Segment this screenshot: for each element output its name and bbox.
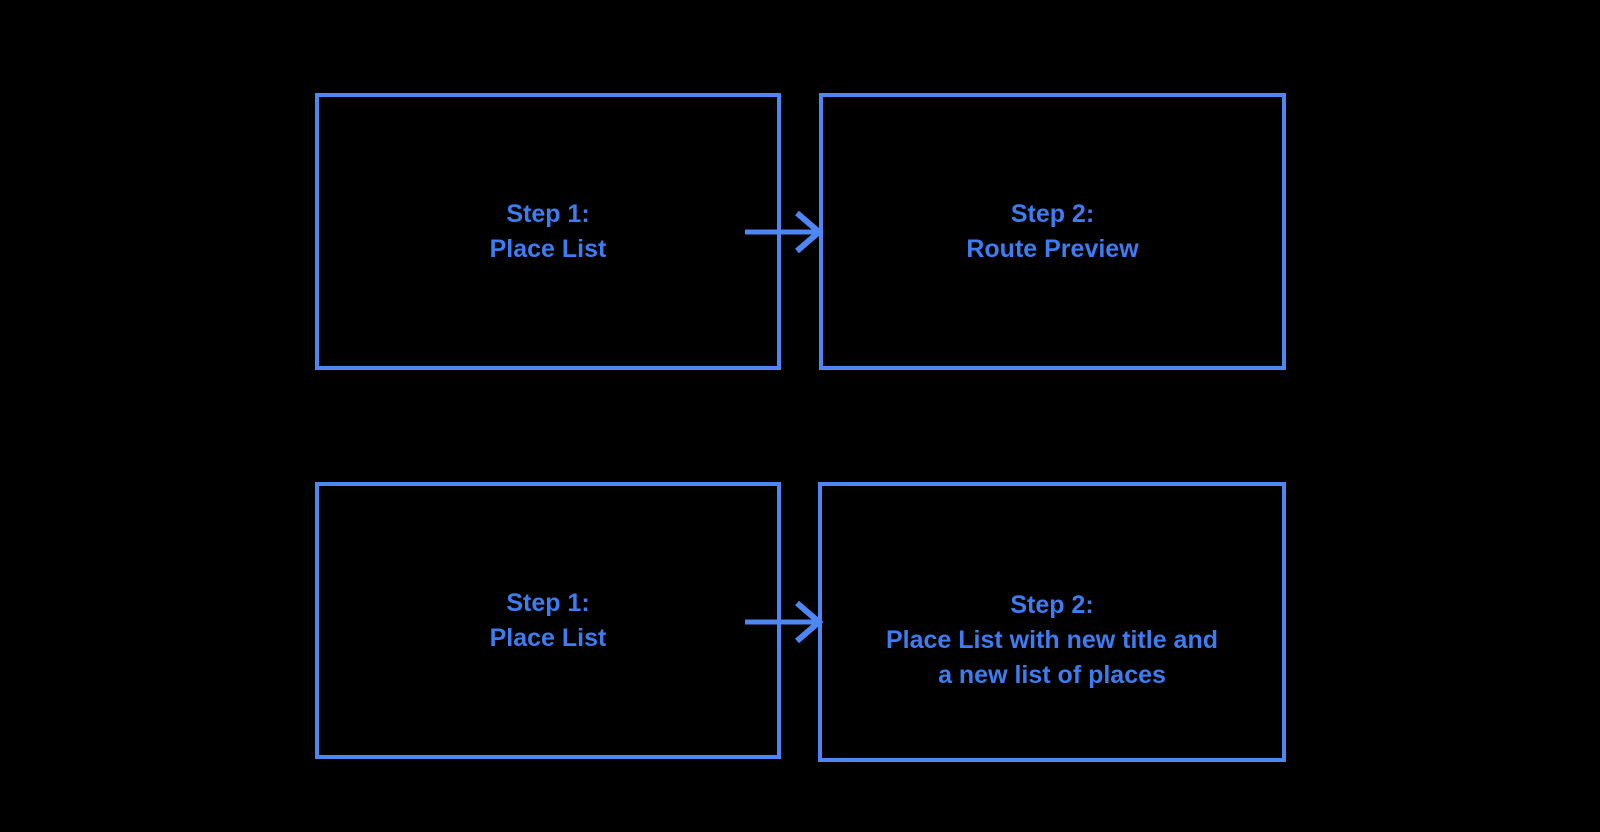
box-step1-place-list: Step 1: Place List [315, 93, 781, 370]
box-step1-place-list-2: Step 1: Place List [315, 482, 781, 759]
box-step1-place-list-2-label: Step 1: Place List [489, 588, 607, 652]
box-step2-new-place-list-label: Step 2: Place List with new title and a … [885, 590, 1218, 689]
box-step2-route-preview: Step 2: Route Preview [819, 93, 1286, 370]
box-step2-new-place-list: Step 2: Place List with new title and a … [818, 482, 1286, 762]
box-step1-place-list-label: Step 1: Place List [489, 199, 607, 263]
box-step2-route-preview-label: Step 2: Route Preview [966, 199, 1139, 263]
